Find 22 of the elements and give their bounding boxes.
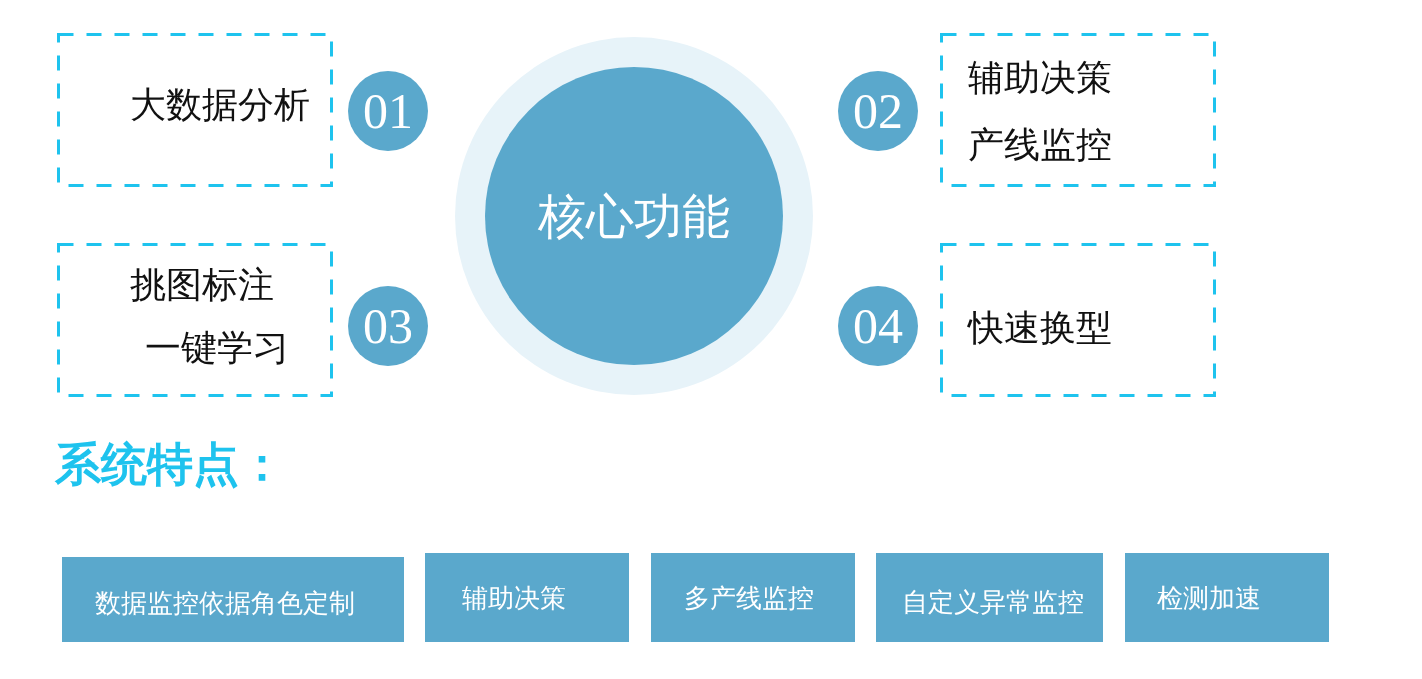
feature-bar: 多产线监控 [651,553,855,642]
feature-bar: 数据监控依据角色定制 [62,557,404,642]
feature-bar: 辅助决策 [425,553,629,642]
dashed-frame [57,243,333,397]
core-label: 核心功能 [537,187,731,246]
feature-text: 挑图标注 [130,263,274,307]
dashed-frame [940,33,1216,187]
feature-text: 产线监控 [968,123,1112,167]
number-circle: 02 [838,71,918,151]
number-circle: 01 [348,71,428,151]
feature-text: 大数据分析 [130,83,310,127]
dashed-frame [57,33,333,187]
feature-bar: 检测加速 [1125,553,1329,642]
feature-text: 快速换型 [968,306,1112,350]
number-circle: 03 [348,286,428,366]
feature-bar: 自定义异常监控 [876,553,1103,642]
number-circle: 04 [838,286,918,366]
dashed-frame [940,243,1216,397]
section-heading: 系统特点： [55,437,285,491]
feature-text: 一键学习 [145,326,289,370]
core-circle [455,37,813,395]
feature-text: 辅助决策 [968,56,1112,100]
